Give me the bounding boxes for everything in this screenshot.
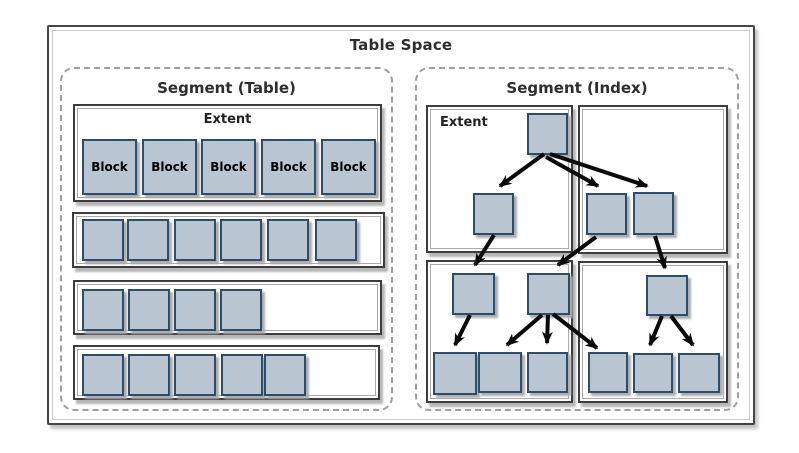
segment-index-box: Segment (Index) <box>415 67 739 411</box>
table-block <box>220 289 262 331</box>
table-block <box>267 219 309 261</box>
tablespace-title: Table Space <box>349 36 453 54</box>
extent-label: Extent <box>440 115 488 130</box>
table-block <box>128 289 170 331</box>
table-extent-row-2 <box>72 212 385 268</box>
segment-index-title: Segment (Index) <box>506 79 648 97</box>
table-block <box>264 354 306 396</box>
table-block <box>220 219 262 261</box>
table-block: Block <box>321 139 376 195</box>
table-block: Block <box>201 139 256 195</box>
index-block-branch-3 <box>633 192 674 235</box>
table-extent-row-3 <box>73 280 382 335</box>
index-block-leaf-1 <box>433 352 477 395</box>
table-extent-row-4 <box>73 345 380 400</box>
table-block <box>174 289 216 331</box>
table-block <box>127 219 169 261</box>
table-block: Block <box>142 139 197 195</box>
index-block-branch-1 <box>473 193 514 235</box>
table-block <box>315 219 357 261</box>
table-block: Block <box>261 139 316 195</box>
index-block-leaf-4 <box>588 352 628 393</box>
index-block-leaf-6 <box>678 353 720 393</box>
index-block-leaf-5 <box>633 353 673 393</box>
table-block <box>82 354 124 396</box>
index-block-root <box>527 113 568 155</box>
table-block <box>221 354 263 396</box>
index-block-node-2 <box>527 273 570 315</box>
table-extent-row-1: Extent Block Block Block Block Block <box>73 104 382 202</box>
table-block <box>128 354 170 396</box>
table-block <box>174 219 216 261</box>
segment-table-box: Segment (Table) <box>60 67 393 411</box>
table-block: Block <box>82 139 137 195</box>
table-block <box>82 289 124 331</box>
extent-label: Extent <box>203 112 252 127</box>
table-block <box>174 354 216 396</box>
index-block-branch-2 <box>586 193 627 235</box>
index-block-leaf-3 <box>527 352 568 393</box>
index-block-node-3 <box>646 275 688 316</box>
table-block <box>82 219 124 261</box>
segment-table-title: Segment (Table) <box>157 79 296 97</box>
index-block-node-1 <box>452 273 495 315</box>
index-block-leaf-2 <box>478 352 522 393</box>
